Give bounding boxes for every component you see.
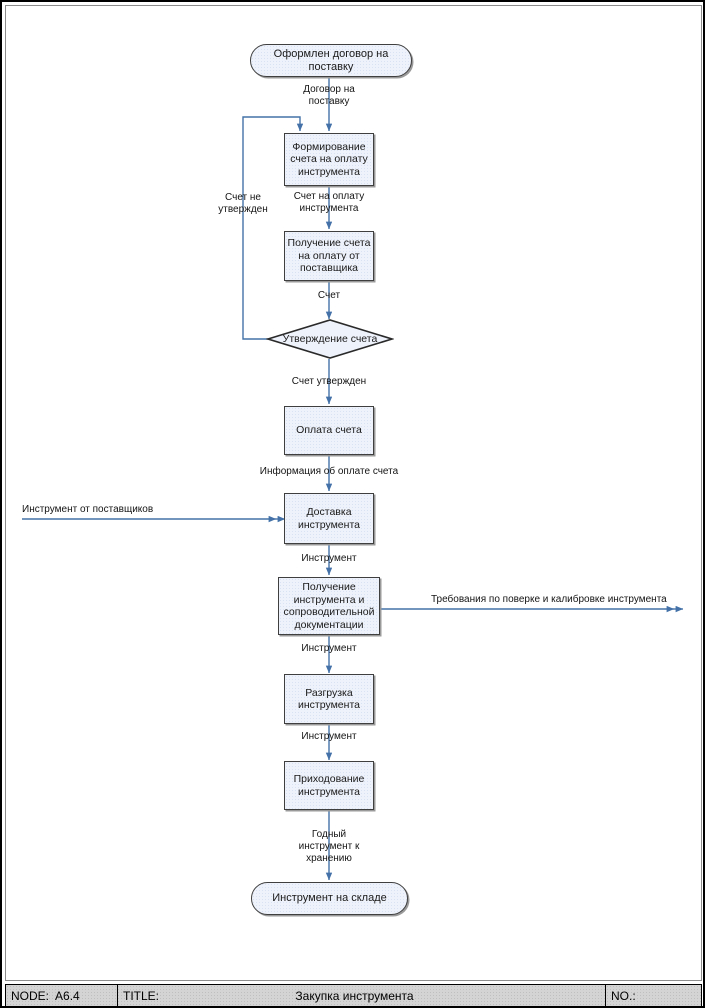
- edge-label-payment-info: Информация об оплате счета: [259, 466, 399, 477]
- edge-label-calibration-requirements: Требования по поверке и калибровке инстр…: [431, 594, 667, 605]
- footer-node-value: A6.4: [55, 988, 80, 1003]
- node-start[interactable]: Оформлен договор на поставку: [250, 44, 412, 77]
- node-receive-invoice[interactable]: Получение счета на оплату от поставщика: [284, 231, 374, 281]
- edge-label-invoice-rejected: Счет не утвержден: [218, 192, 268, 215]
- edge-label-invoice-for-payment: Счет на оплату инструмента: [293, 191, 365, 214]
- node-approve-invoice[interactable]: Утверждение счета: [266, 318, 394, 360]
- node-end[interactable]: Инструмент на складе: [251, 882, 408, 915]
- edge-label-invoice-approved: Счет утвержден: [291, 376, 367, 387]
- node-form-invoice[interactable]: Формирование счета на оплату инструмента: [284, 133, 374, 186]
- edge-label-contract: Договор на поставку: [303, 84, 355, 107]
- node-pay-invoice[interactable]: Оплата счета: [284, 406, 374, 455]
- edge-label-tool-for-storage: Годный инструмент к хранению: [298, 829, 360, 864]
- footer-no-cell: NO.:: [606, 985, 701, 1006]
- edge-label-tools-from-suppliers: Инструмент от поставщиков: [22, 504, 154, 515]
- node-receipt-documentation[interactable]: Получение инструмента и сопроводительной…: [278, 577, 380, 635]
- node-booking[interactable]: Приходование инструмента: [284, 761, 374, 810]
- footer-node-cell: NODE: A6.4: [6, 985, 118, 1006]
- footer-title-value: Закупка инструмента: [295, 988, 414, 1003]
- edge-approve-rejected-loop: [242, 116, 304, 340]
- edge-label-tool-2: Инструмент: [301, 643, 357, 654]
- footer-title-label: TITLE:: [123, 988, 160, 1003]
- edge-label-invoice: Счет: [317, 290, 341, 301]
- node-delivery[interactable]: Доставка инструмента: [284, 493, 374, 544]
- footer-node-label: NODE:: [11, 988, 50, 1003]
- edge-label-tool-1: Инструмент: [301, 553, 357, 564]
- node-unload[interactable]: Разгрузка инструмента: [284, 674, 374, 724]
- footer-title-cell: TITLE: Закупка инструмента: [118, 985, 606, 1006]
- footer-bar: NODE: A6.4 TITLE: Закупка инструмента NO…: [5, 984, 702, 1006]
- footer-no-label: NO.:: [611, 988, 636, 1003]
- edge-label-tool-3: Инструмент: [301, 731, 357, 742]
